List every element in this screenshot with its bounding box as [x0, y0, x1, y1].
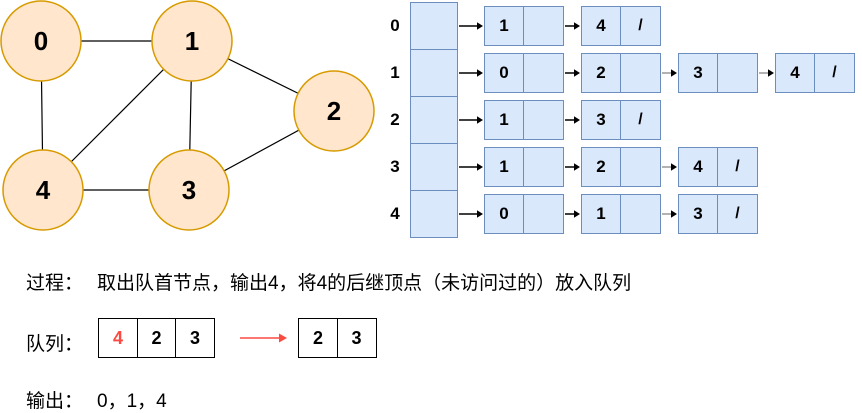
- adjacency-head-cell: [410, 143, 458, 191]
- adjacency-node: 2: [581, 53, 661, 93]
- arrow-right-icon: [662, 69, 677, 77]
- adjacency-node: 4/: [678, 147, 758, 187]
- adjacency-head-cell: [410, 96, 458, 144]
- adjacency-node-value: 4: [582, 7, 621, 45]
- adjacency-row-label: 1: [390, 63, 400, 82]
- adjacency-node-pointer: /: [735, 205, 740, 222]
- adjacency-row-label: 3: [390, 157, 400, 176]
- adjacency-node-pointer: [718, 54, 757, 92]
- queue-cell: 2: [298, 318, 338, 358]
- adjacency-head-cell: [410, 190, 458, 238]
- process-label: 过程：: [26, 273, 84, 294]
- adjacency-node-value: 3: [679, 195, 718, 233]
- graph-node-label: 1: [185, 26, 199, 56]
- adjacency-node-value: 2: [582, 54, 621, 92]
- adjacency-node-pointer: [621, 195, 660, 233]
- adjacency-node-value: 0: [485, 54, 524, 92]
- adjacency-node: 1: [484, 147, 564, 187]
- adjacency-node-value: 1: [485, 148, 524, 186]
- graph-node-label: 0: [34, 26, 48, 56]
- arrow-right-icon: [459, 69, 483, 77]
- arrow-right-icon: [662, 210, 677, 218]
- output-text: 0，1，4: [97, 391, 167, 412]
- queue-cell: 4: [98, 318, 138, 358]
- graph: 0 1 2 3 4: [0, 0, 375, 231]
- adjacency-node: 1: [484, 6, 564, 46]
- arrow-right-icon: [459, 22, 483, 30]
- graph-node-label: 4: [36, 175, 51, 205]
- graph-node-3: 3: [148, 149, 230, 231]
- queue-cell: 2: [136, 318, 177, 358]
- queue-transition-arrow-icon: [240, 333, 287, 343]
- adjacency-node-value: 1: [485, 101, 524, 139]
- output-line: 输出： 0，1，4: [26, 386, 167, 413]
- adjacency-node: 4/: [581, 6, 661, 46]
- adjacency-row-label: 2: [390, 110, 400, 129]
- adjacency-node: 3/: [678, 194, 758, 234]
- adjacency-node: 4/: [775, 53, 855, 93]
- arrow-right-icon: [565, 210, 580, 218]
- adjacency-node: 1: [581, 194, 661, 234]
- process-text: 取出队首节点，输出4，将4的后继顶点（未访问过的）放入队列: [97, 273, 632, 294]
- adjacency-node-value: 2: [582, 148, 621, 186]
- arrow-right-icon: [459, 163, 483, 171]
- adjacency-head-cell: [410, 49, 458, 97]
- adjacency-node-pointer: /: [735, 158, 740, 175]
- arrow-right-icon: [662, 163, 677, 171]
- adjacency-node-pointer: [524, 54, 563, 92]
- adjacency-node-value: 4: [679, 148, 718, 186]
- adjacency-node-value: 1: [485, 7, 524, 45]
- adjacency-node-pointer: [524, 195, 563, 233]
- arrow-right-icon: [565, 69, 580, 77]
- adjacency-row-label: 4: [390, 204, 400, 223]
- graph-node-2: 2: [293, 70, 375, 152]
- adjacency-node-value: 0: [485, 195, 524, 233]
- graph-node-4: 4: [2, 149, 84, 231]
- adjacency-node-pointer: [524, 148, 563, 186]
- queue-label: 队列：: [26, 334, 84, 355]
- adjacency-node: 1: [484, 100, 564, 140]
- arrow-right-icon: [459, 210, 483, 218]
- adjacency-node-pointer: /: [832, 64, 837, 81]
- queue-cell: 3: [175, 318, 215, 358]
- adjacency-node-value: 1: [582, 195, 621, 233]
- adjacency-node: 3/: [581, 100, 661, 140]
- adjacency-node-pointer: /: [638, 111, 643, 128]
- graph-nodes: 0 1 2 3 4: [0, 0, 375, 231]
- arrow-right-icon: [565, 163, 580, 171]
- adjacency-node: 0: [484, 53, 564, 93]
- adjacency-node: 0: [484, 194, 564, 234]
- arrow-right-icon: [759, 69, 774, 77]
- adjacency-head-cell: [410, 2, 458, 50]
- output-label: 输出：: [26, 391, 84, 412]
- adjacency-node-pointer: [524, 7, 563, 45]
- arrow-right-icon: [565, 116, 580, 124]
- adjacency-node-pointer: [621, 54, 660, 92]
- graph-node-label: 3: [182, 175, 196, 205]
- graph-node-1: 1: [151, 0, 233, 82]
- process-line: 过程： 取出队首节点，输出4，将4的后继顶点（未访问过的）放入队列: [26, 268, 631, 295]
- adjacency-node-pointer: /: [638, 17, 643, 34]
- adjacency-node: 2: [581, 147, 661, 187]
- adjacency-node-pointer: [524, 101, 563, 139]
- graph-node-0: 0: [0, 0, 82, 82]
- adjacency-row-label: 0: [390, 16, 400, 35]
- arrow-right-icon: [565, 22, 580, 30]
- adjacency-node-value: 3: [679, 54, 718, 92]
- arrow-right-icon: [459, 116, 483, 124]
- adjacency-node-value: 3: [582, 101, 621, 139]
- adjacency-node: 3: [678, 53, 758, 93]
- adjacency-node-pointer: [621, 148, 660, 186]
- graph-node-label: 2: [327, 96, 341, 126]
- queue-cell: 3: [336, 318, 377, 358]
- adjacency-node-value: 4: [776, 54, 815, 92]
